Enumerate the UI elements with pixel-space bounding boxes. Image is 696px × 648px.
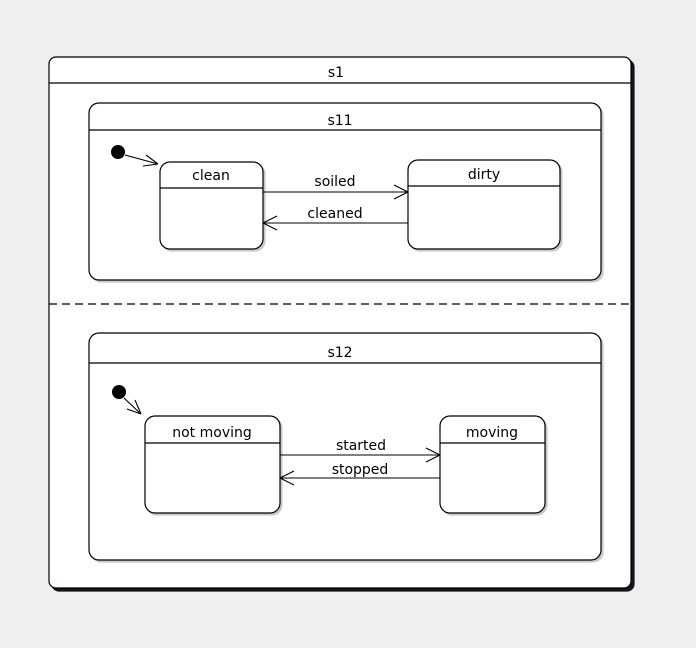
transition-started-arrow — [280, 447, 441, 463]
transition-stopped-arrow — [279, 470, 440, 486]
state-clean-title: clean — [192, 168, 230, 184]
state-not-moving-border[interactable] — [144, 415, 281, 514]
transition-soiled-label: soiled — [314, 174, 355, 190]
state-dirty-title: dirty — [468, 167, 500, 183]
initial-state-s11[interactable] — [111, 145, 159, 167]
state-clean[interactable]: clean — [159, 161, 264, 250]
transition-started[interactable]: started — [280, 438, 441, 463]
region-bottom: s12 not moving moving started stopped — [88, 332, 602, 561]
initial-state-marker[interactable] — [112, 385, 126, 399]
initial-state-marker[interactable] — [111, 145, 125, 159]
initial-state-s12[interactable] — [112, 385, 142, 415]
region-top: s11 clean dirty soiled cleaned — [88, 102, 602, 281]
state-clean-border[interactable] — [159, 161, 264, 250]
state-dirty-border[interactable] — [407, 159, 561, 250]
transition-cleaned-label: cleaned — [307, 206, 362, 222]
state-not-moving-title: not moving — [172, 425, 252, 441]
state-dirty[interactable]: dirty — [407, 159, 561, 250]
state-s11-title: s11 — [327, 113, 352, 129]
transition-stopped-label: stopped — [332, 462, 389, 478]
state-not-moving[interactable]: not moving — [144, 415, 281, 514]
transition-stopped[interactable]: stopped — [279, 462, 440, 486]
transition-cleaned[interactable]: cleaned — [262, 206, 408, 231]
initial-transition-arrow — [124, 154, 159, 167]
state-moving-border[interactable] — [439, 415, 546, 514]
transition-soiled[interactable]: soiled — [263, 174, 409, 200]
state-s1-title: s1 — [328, 65, 344, 81]
initial-transition-arrow — [123, 397, 142, 415]
state-s12-title: s12 — [327, 345, 352, 361]
state-moving[interactable]: moving — [439, 415, 546, 514]
transition-started-label: started — [336, 438, 386, 454]
state-moving-title: moving — [466, 425, 518, 441]
transition-cleaned-arrow — [262, 215, 408, 231]
transition-soiled-arrow — [263, 184, 409, 200]
